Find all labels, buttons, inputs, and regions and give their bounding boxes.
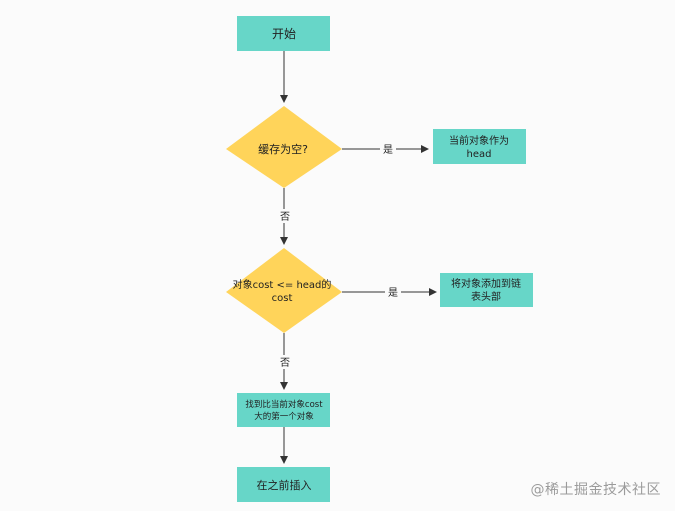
edge-label-bg-no-2 bbox=[277, 355, 293, 369]
set-head-label-line1: 当前对象作为 bbox=[449, 134, 509, 147]
start-node bbox=[237, 16, 330, 51]
find-larger-label-line2: 大的第一个对象 bbox=[254, 411, 314, 422]
edge-label-bg-no-1 bbox=[277, 209, 293, 223]
edge-label-bg-yes-2 bbox=[385, 285, 401, 299]
cache-empty-decision bbox=[226, 106, 342, 188]
add-to-head-label-line2: 表头部 bbox=[471, 290, 501, 303]
find-larger-label-line1: 找到比当前对象cost bbox=[245, 399, 323, 410]
edge-label-no-2: 否 bbox=[280, 357, 290, 369]
insert-before-node bbox=[237, 467, 330, 502]
edge-label-no-1: 否 bbox=[280, 211, 290, 223]
add-to-head-node bbox=[440, 273, 533, 307]
cache-empty-label: 缓存为空? bbox=[258, 142, 308, 156]
start-node-label: 开始 bbox=[272, 27, 296, 41]
edge-label-yes-2: 是 bbox=[388, 287, 398, 299]
edge-label-bg-yes-1 bbox=[380, 142, 396, 156]
cost-compare-decision bbox=[226, 248, 342, 333]
set-head-label-line2: head bbox=[467, 149, 492, 160]
cost-compare-label-line2: cost bbox=[272, 293, 293, 304]
cost-compare-label-line1: 对象cost <= head的 bbox=[233, 278, 332, 291]
add-to-head-label-line1: 将对象添加到链 bbox=[451, 277, 521, 290]
edge-label-yes-1: 是 bbox=[383, 144, 393, 156]
set-head-node bbox=[433, 129, 526, 164]
find-larger-node bbox=[237, 393, 330, 427]
insert-before-label: 在之前插入 bbox=[257, 478, 312, 492]
watermark: @稀土掘金技术社区 bbox=[530, 482, 661, 498]
